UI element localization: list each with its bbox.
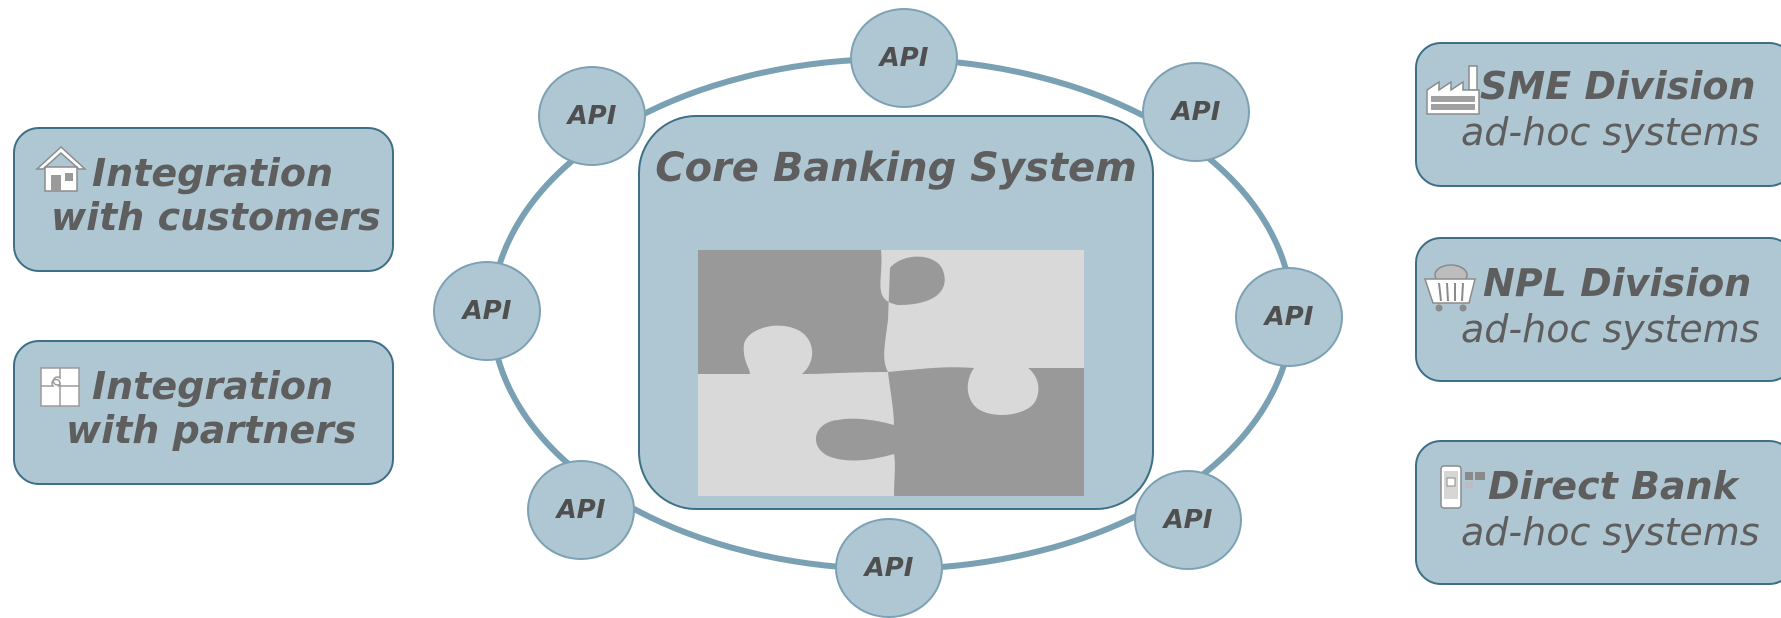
partners-integration-box: Integration with partners bbox=[13, 340, 394, 485]
partners-box-subtitle: with partners bbox=[66, 408, 357, 452]
cart-icon bbox=[1423, 264, 1476, 312]
api-node-bottom: API bbox=[835, 518, 943, 618]
api-label: API bbox=[1171, 97, 1221, 127]
npl-division-title: NPL Division bbox=[1483, 261, 1752, 305]
api-label: API bbox=[1163, 505, 1213, 535]
house-icon bbox=[35, 145, 87, 192]
direct-bank-title: Direct Bank bbox=[1488, 464, 1738, 508]
api-label: API bbox=[462, 296, 512, 326]
api-node-left: API bbox=[433, 261, 541, 361]
npl-division-box: NPL Division ad-hoc systems bbox=[1415, 237, 1781, 382]
customers-integration-box: Integration with customers bbox=[13, 127, 394, 272]
api-node-top-left: API bbox=[538, 66, 646, 166]
puzzle-pieces-image bbox=[698, 250, 1084, 496]
sme-division-subtitle: ad-hoc systems bbox=[1461, 110, 1760, 154]
customers-box-title: Integration bbox=[92, 151, 334, 195]
direct-bank-box: Direct Bank ad-hoc systems bbox=[1415, 440, 1781, 585]
api-node-bottom-left: API bbox=[527, 460, 635, 560]
api-node-top-right: API bbox=[1142, 62, 1250, 162]
api-label: API bbox=[556, 495, 606, 525]
customers-box-subtitle: with customers bbox=[51, 195, 381, 239]
core-banking-title: Core Banking System bbox=[655, 145, 1137, 191]
core-banking-system-box: Core Banking System bbox=[638, 115, 1154, 510]
npl-division-subtitle: ad-hoc systems bbox=[1461, 307, 1760, 351]
api-label: API bbox=[1264, 302, 1314, 332]
api-label: API bbox=[879, 43, 929, 73]
api-node-bottom-right: API bbox=[1134, 470, 1242, 570]
mobile-devices-icon bbox=[1440, 465, 1485, 509]
api-label: API bbox=[567, 101, 617, 131]
sme-division-box: SME Division ad-hoc systems bbox=[1415, 42, 1781, 187]
api-node-top: API bbox=[850, 8, 958, 108]
puzzle-icon bbox=[40, 367, 80, 407]
api-node-right: API bbox=[1235, 267, 1343, 367]
partners-box-title: Integration bbox=[92, 364, 334, 408]
sme-division-title: SME Division bbox=[1480, 64, 1756, 108]
factory-icon bbox=[1426, 65, 1480, 115]
api-label: API bbox=[864, 553, 914, 583]
direct-bank-subtitle: ad-hoc systems bbox=[1461, 510, 1760, 554]
